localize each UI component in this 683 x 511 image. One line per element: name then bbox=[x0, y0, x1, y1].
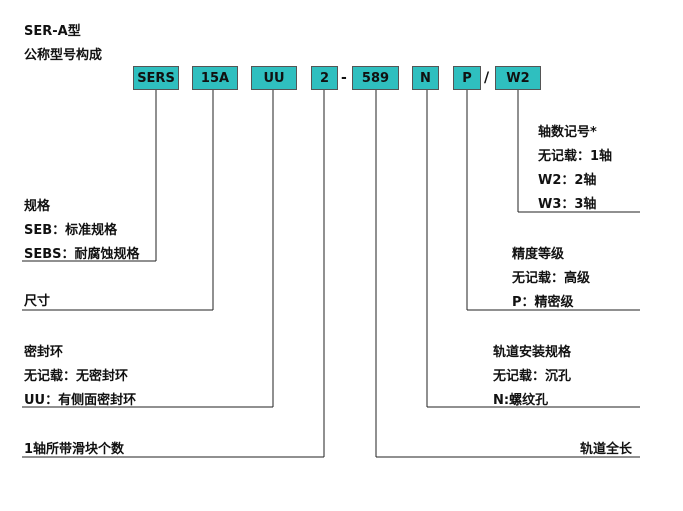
size-heading: 尺寸 bbox=[24, 294, 51, 309]
spec-heading: 规格 bbox=[24, 199, 51, 214]
separator-dash: - bbox=[341, 70, 347, 86]
code-box-mounting: N bbox=[412, 66, 439, 90]
spec-line-2: SEBS：耐腐蚀规格 bbox=[24, 247, 140, 262]
diagram-title: SER-A型 bbox=[24, 24, 81, 39]
axis-line-1: 无记载：1轴 bbox=[538, 149, 613, 164]
seal-line-1: 无记载：无密封环 bbox=[24, 369, 129, 384]
seal-heading: 密封环 bbox=[24, 345, 64, 360]
code-box-seal: UU bbox=[251, 66, 297, 90]
precision-heading: 精度等级 bbox=[512, 247, 565, 262]
axis-heading: 轴数记号* bbox=[538, 125, 597, 140]
separator-slash: / bbox=[484, 70, 490, 86]
spec-line-1: SEB：标准规格 bbox=[24, 223, 118, 238]
mounting-line-1: 无记载：沉孔 bbox=[493, 369, 572, 384]
code-box-length: 589 bbox=[352, 66, 399, 90]
seal-line-2: UU：有侧面密封环 bbox=[24, 393, 137, 408]
code-box-series: SERS bbox=[133, 66, 179, 90]
blocks-heading: 1轴所带滑块个数 bbox=[24, 442, 125, 457]
code-box-precision: P bbox=[453, 66, 481, 90]
code-box-size: 15A bbox=[192, 66, 238, 90]
mounting-line-2: N:螺纹孔 bbox=[493, 393, 549, 408]
axis-line-2: W2：2轴 bbox=[538, 173, 597, 188]
precision-line-2: P：精密级 bbox=[512, 295, 574, 310]
axis-line-3: W3：3轴 bbox=[538, 197, 597, 212]
rail-length-heading: 轨道全长 bbox=[580, 442, 633, 457]
diagram-subtitle: 公称型号构成 bbox=[24, 48, 103, 63]
precision-line-1: 无记载：高级 bbox=[512, 271, 591, 286]
mounting-heading: 轨道安装规格 bbox=[493, 345, 572, 360]
code-box-blocks: 2 bbox=[311, 66, 338, 90]
code-box-axis: W2 bbox=[495, 66, 541, 90]
